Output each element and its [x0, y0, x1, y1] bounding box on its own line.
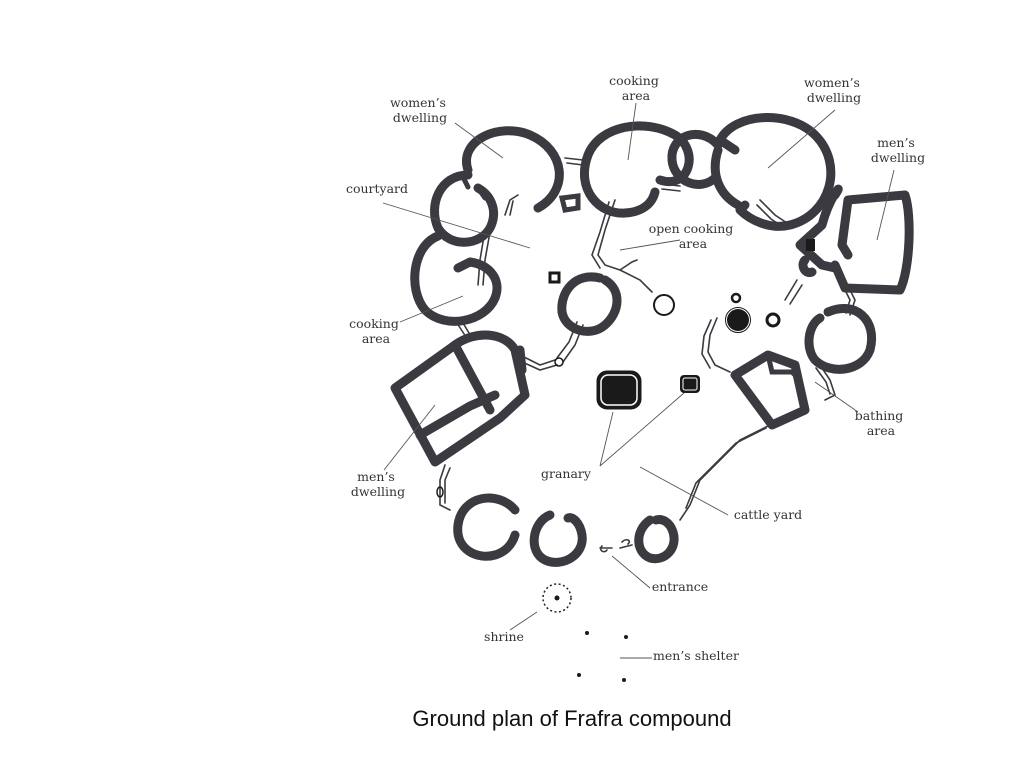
- small-granary-courtyard: [548, 271, 561, 284]
- label-entrance: entrance: [652, 579, 708, 594]
- label-granary: granary: [541, 466, 592, 481]
- label-courtyard: courtyard: [346, 181, 408, 196]
- womens-dwelling-right-walls: [710, 113, 836, 231]
- figure-caption: Ground plan of Frafra compound: [412, 706, 732, 731]
- cooking-area-top-walls: [579, 121, 694, 218]
- label-bathing-area: bathing area: [855, 408, 908, 438]
- label-mens-shelter: men’s shelter: [653, 648, 739, 663]
- mens-dwelling-right-walls: [795, 184, 914, 295]
- granary-small: [680, 375, 700, 393]
- granary-large: [596, 370, 642, 410]
- buildings: [390, 113, 914, 567]
- leader-lines: [382, 102, 895, 659]
- small-granary-right: [806, 239, 815, 251]
- label-cooking-area-left: cooking area: [349, 316, 403, 346]
- label-womens-dwelling-right: women’s dwelling: [804, 75, 864, 105]
- label-shrine: shrine: [484, 629, 524, 644]
- entrance-room-right-walls: [634, 515, 679, 564]
- granary-round: [727, 309, 749, 331]
- bottom-room-left-walls: [453, 493, 520, 561]
- small-room-top-walls: [667, 129, 723, 189]
- label-womens-dwelling-left: women’s dwelling: [390, 95, 450, 125]
- round-features: [436, 292, 781, 553]
- mens-shelter: [577, 631, 628, 682]
- courtyard-room-walls: [430, 170, 498, 247]
- mens-dwelling-left-walls: [390, 330, 530, 467]
- label-open-cooking-area: open cooking area: [649, 221, 738, 251]
- bathing-room-walls: [804, 303, 876, 374]
- bathing-area-walls: [730, 350, 810, 430]
- label-cooking-area-top: cooking area: [609, 73, 663, 103]
- cooking-area-left-walls: [410, 231, 502, 326]
- compound-fence: [439, 157, 856, 549]
- label-mens-dwelling-left: men’s dwelling: [351, 469, 405, 499]
- shrine: [542, 583, 572, 613]
- small-enclosure-walls: [558, 193, 581, 213]
- granaries: [548, 239, 815, 410]
- label-cattle-yard: cattle yard: [734, 507, 802, 522]
- central-room-walls: [557, 272, 622, 336]
- womens-dwelling-left-walls: [462, 126, 564, 213]
- entrance-room-left-walls: [529, 510, 587, 567]
- label-mens-dwelling-right: men’s dwelling: [871, 135, 925, 165]
